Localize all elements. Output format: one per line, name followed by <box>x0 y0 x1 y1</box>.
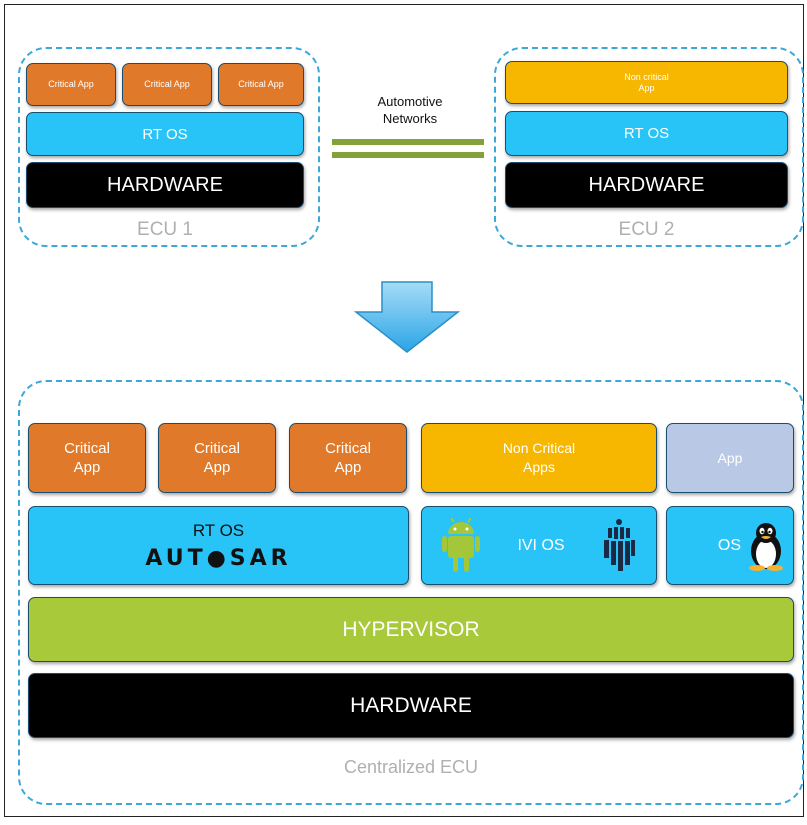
central-rtos-label: RT OS <box>192 521 245 540</box>
android-icon <box>442 517 480 572</box>
ecu2-rtos-label: RT OS <box>623 125 670 142</box>
central-os: OS <box>666 506 794 585</box>
ecu1-critical-app-1: Critical App <box>26 63 116 106</box>
ecu1-rtos-label: RT OS <box>142 125 188 143</box>
central-hypervisor: HYPERVISOR <box>28 597 794 662</box>
autosar-logo: AUT●SAR <box>145 546 292 571</box>
ecu1-container <box>18 47 320 247</box>
central-hardware: HARDWARE <box>28 673 794 738</box>
tizen-icon <box>604 518 635 571</box>
ecu1-critical-app-1-label: Critical App <box>48 79 94 89</box>
central-hypervisor-label: HYPERVISOR <box>342 617 480 641</box>
central-ecu-label: Centralized ECU <box>343 757 479 777</box>
network-line-2 <box>332 152 484 158</box>
central-rtos: RT OS AUT●SAR <box>28 506 409 585</box>
central-critical-app-2-line1: Critical <box>194 440 240 457</box>
network-label-line2: Networks <box>382 111 438 126</box>
network-label: Automotive Networks <box>330 93 490 127</box>
central-critical-app-3-line1: Critical <box>325 440 371 457</box>
ecu1-hardware-label: HARDWARE <box>107 173 223 196</box>
central-os-label: OS <box>717 536 741 554</box>
ecu2-hardware: HARDWARE <box>505 162 788 208</box>
ecu1-critical-app-2: Critical App <box>122 63 212 106</box>
ecu1-critical-app-3: Critical App <box>218 63 304 106</box>
ecu1-rtos: RT OS <box>26 112 304 156</box>
central-critical-app-1-line2: App <box>73 459 101 476</box>
down-arrow-icon <box>353 281 461 353</box>
central-ivi-os: IVI OS <box>421 506 657 585</box>
central-app-label: App <box>717 450 743 466</box>
ecu2-hardware-label: HARDWARE <box>588 173 705 196</box>
ecu2-noncritical-app-label: Non critical App <box>624 71 669 93</box>
ecu1-critical-app-3-label: Critical App <box>238 79 284 89</box>
central-critical-app-2-line2: App <box>203 459 231 476</box>
ecu2-noncritical-app: Non critical App <box>505 61 788 104</box>
central-hardware-label: HARDWARE <box>350 693 472 717</box>
central-critical-app-1-line1: Critical <box>64 440 110 457</box>
central-noncritical-line2: Apps <box>523 459 555 475</box>
ecu2-container <box>494 47 804 247</box>
ecu2-label: ECU 2 <box>618 219 675 240</box>
central-noncritical-line1: Non Critical <box>502 440 576 456</box>
linux-tux-icon <box>749 522 783 571</box>
ecu2-rtos: RT OS <box>505 111 788 156</box>
central-app: App <box>666 423 794 493</box>
ecu1-hardware: HARDWARE <box>26 162 304 208</box>
central-ecu-container <box>18 380 804 805</box>
network-line-1 <box>332 139 484 145</box>
ecu1-label: ECU 1 <box>137 219 193 240</box>
central-critical-app-3-line2: App <box>334 459 362 476</box>
central-ivi-os-label: IVI OS <box>517 536 565 554</box>
ecu1-critical-app-2-label: Critical App <box>144 79 190 89</box>
network-label-line1: Automotive <box>377 94 443 109</box>
